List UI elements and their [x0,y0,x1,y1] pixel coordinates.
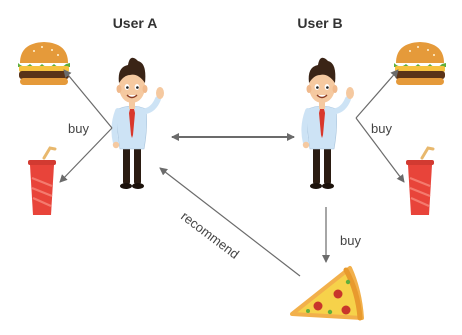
user-b-buy-pizza-label: buy [340,233,361,248]
user-a-drink-cup-icon [26,146,58,217]
user-a-buy-arrows [59,69,113,183]
recommend-arrow [159,167,301,277]
user-b-buy-label: buy [371,121,392,136]
recommend-label: recommend [178,208,242,261]
user-b-burger-icon [394,42,446,85]
user-a-person-icon [113,58,164,189]
user-a-buy-label: buy [68,121,89,136]
pizza-icon [290,266,364,321]
user-b-label: User B [297,15,342,31]
user-b-buy-arrows [355,69,405,183]
user-b-person-icon [303,58,354,189]
user-a-label: User A [113,15,158,31]
user-a-burger-icon [18,42,70,85]
user-b-drink-cup-icon [404,146,436,217]
